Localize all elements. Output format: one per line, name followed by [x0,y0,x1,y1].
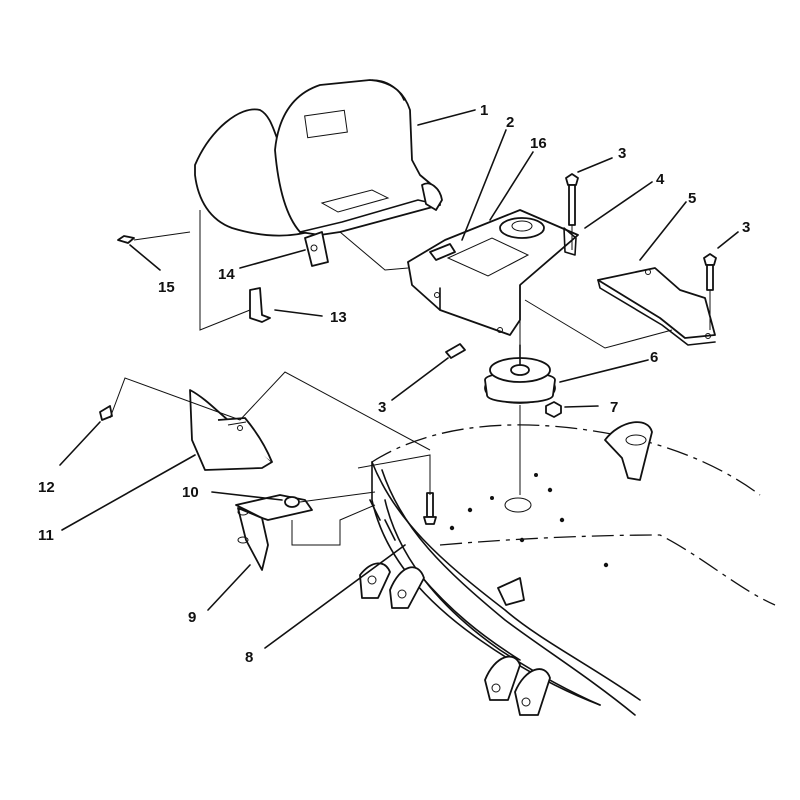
callout-9: 9 [188,609,196,626]
bracket-13 [249,287,271,323]
assembly-lines [109,210,711,546]
callout-3-top: 3 [618,145,626,162]
nut [545,401,562,418]
callout-8: 8 [245,649,253,666]
callout-3-mid: 3 [378,399,386,416]
callout-12: 12 [38,479,55,496]
callout-3-right: 3 [742,219,750,236]
callouts: 1 2 16 3 4 5 3 15 14 13 6 3 7 12 10 11 9… [38,102,750,666]
callout-15: 15 [158,279,175,296]
leader-lines [59,109,739,649]
callout-10: 10 [182,484,199,501]
callout-1: 1 [480,102,488,119]
callout-5: 5 [688,190,696,207]
callout-14: 14 [218,266,235,283]
callout-7: 7 [610,399,618,416]
deflector [189,389,273,471]
discharge-chute [194,79,443,267]
mount-bracket [235,494,313,571]
callout-2: 2 [506,114,514,131]
mower-deck [359,421,776,716]
bolts [99,173,717,525]
callout-13: 13 [330,309,347,326]
pulley [484,344,556,404]
callout-11: 11 [38,527,54,544]
callout-16: 16 [530,135,547,152]
callout-4: 4 [656,171,665,188]
bracket-5 [597,267,716,346]
callout-6: 6 [650,349,658,366]
